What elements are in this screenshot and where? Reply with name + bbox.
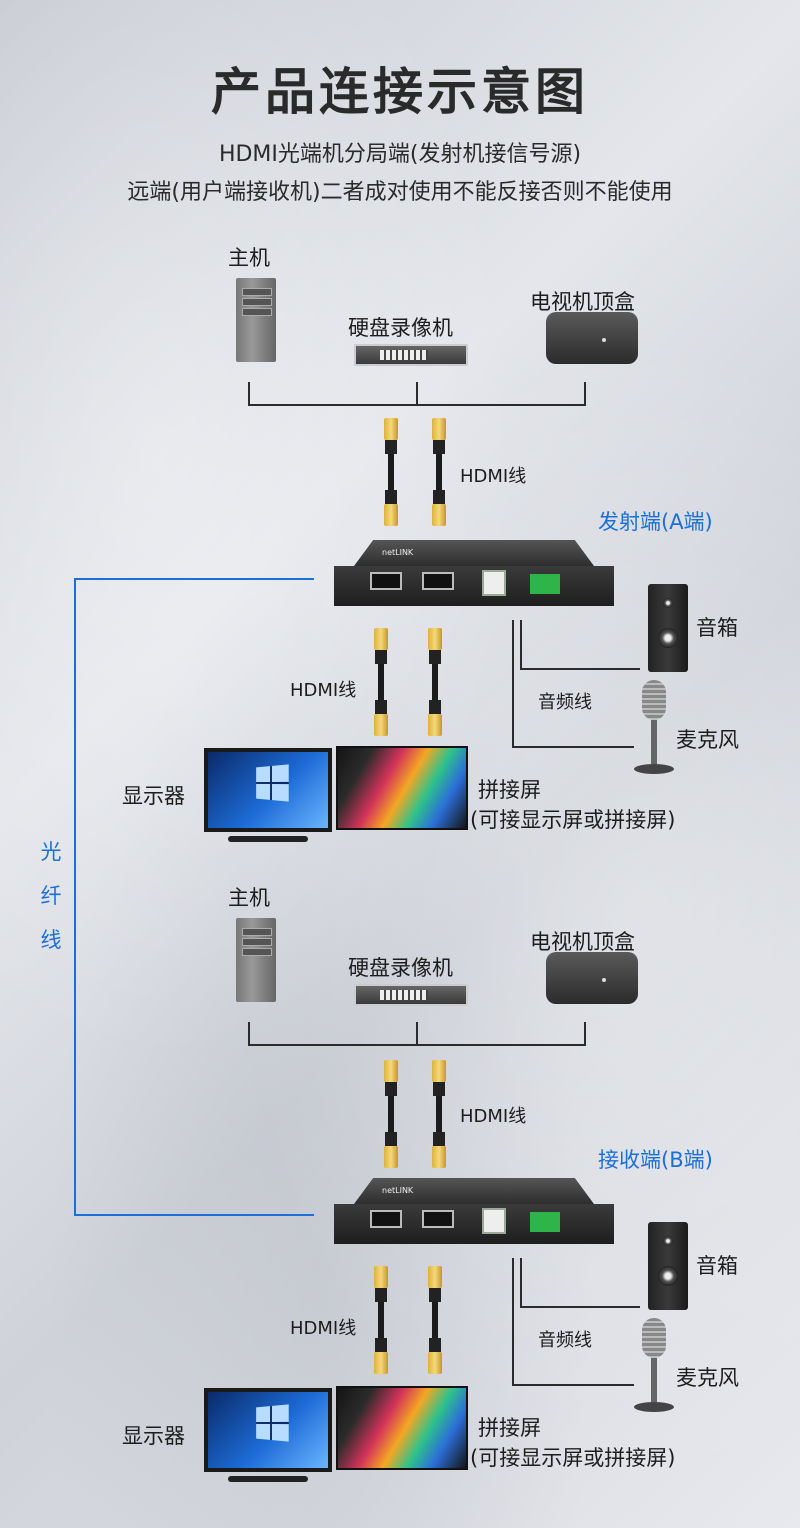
hdmi-cable-icon [428,628,442,736]
audio-line-mic-h [512,746,634,748]
hdmi-cable-icon [384,1060,398,1168]
speaker-icon [648,1222,688,1310]
bracket-tick-right [584,382,586,406]
audio-line-mic-v [512,1258,514,1386]
audio-line-mic-v [512,620,514,748]
label-hdmi-out: HDMI线 [290,680,357,701]
hdmi-cable-icon [428,1266,442,1374]
audio-line-speaker-h [520,668,640,670]
fiber-line-bottom [74,1214,314,1216]
host-pc-icon [236,918,276,1002]
label-display: 显示器 [122,784,185,808]
label-hdmi-in: HDMI线 [460,466,527,487]
monitor-icon [204,748,332,832]
bracket-tick-left [248,382,250,406]
label-mic: 麦克风 [676,728,739,752]
monitor-icon [204,1388,332,1472]
optical-receiver-device: netLINK [334,1178,614,1244]
label-stb: 电视机顶盒 [530,290,635,314]
subtitle-line-1: HDMI光端机分局端(发射机接信号源) [218,142,582,167]
bracket-tick-mid [416,382,418,406]
host-pc-icon [236,278,276,362]
label-host: 主机 [228,886,270,910]
device-brand-logo: netLINK [382,1186,414,1195]
audio-line-speaker-h [520,1306,640,1308]
set-top-box-icon [546,952,638,1004]
hdmi-cable-icon [432,418,446,526]
set-top-box-icon [546,312,638,364]
nvr-icon [354,344,468,366]
hdmi-cable-icon [374,1266,388,1374]
bracket-tick-right [584,1022,586,1046]
label-audio-cable: 音频线 [538,1330,592,1351]
hdmi-cable-icon [374,628,388,736]
fiber-label-char-2: 纤 [40,884,62,908]
bracket-tick-left [248,1022,250,1046]
monitor-stand [228,836,308,842]
label-video-wall-note: (可接显示屏或拼接屏) [470,1446,676,1470]
microphone-icon [630,680,676,776]
fiber-line-top [74,578,314,580]
label-hdmi-in: HDMI线 [460,1106,527,1127]
microphone-icon [630,1318,676,1414]
video-wall-icon [336,1386,468,1470]
label-video-wall-note: (可接显示屏或拼接屏) [470,808,676,832]
nvr-icon [354,984,468,1006]
video-wall-icon [336,746,468,830]
label-nvr: 硬盘录像机 [348,956,453,980]
audio-line-mic-h [512,1384,634,1386]
fiber-line-vertical [74,578,76,1216]
label-video-wall: 拼接屏 [478,1416,541,1440]
windows-logo-icon [256,764,289,802]
label-speaker: 音箱 [696,616,738,640]
fiber-label: 光 纤 线 [36,830,66,962]
bracket-tick-mid [416,1022,418,1046]
monitor-stand [228,1476,308,1482]
label-hdmi-out: HDMI线 [290,1318,357,1339]
label-host: 主机 [228,246,270,270]
subtitle-line-2: 远端(用户端接收机)二者成对使用不能反接否则不能使用 [127,180,673,205]
audio-line-speaker-v [520,1258,522,1308]
label-stb: 电视机顶盒 [530,930,635,954]
label-end-b: 接收端(B端) [598,1148,713,1172]
page-title: 产品连接示意图 [211,63,589,121]
device-brand-logo: netLINK [382,548,414,557]
label-nvr: 硬盘录像机 [348,316,453,340]
label-video-wall: 拼接屏 [478,778,541,802]
audio-line-speaker-v [520,620,522,670]
label-display: 显示器 [122,1424,185,1448]
label-end-a: 发射端(A端) [598,510,713,534]
hdmi-cable-icon [384,418,398,526]
fiber-label-char-1: 光 [40,840,62,864]
label-mic: 麦克风 [676,1366,739,1390]
hdmi-cable-icon [432,1060,446,1168]
label-speaker: 音箱 [696,1254,738,1278]
label-audio-cable: 音频线 [538,692,592,713]
fiber-label-char-3: 线 [40,928,62,952]
windows-logo-icon [256,1404,289,1442]
speaker-icon [648,584,688,672]
optical-transmitter-device: netLINK [334,540,614,606]
